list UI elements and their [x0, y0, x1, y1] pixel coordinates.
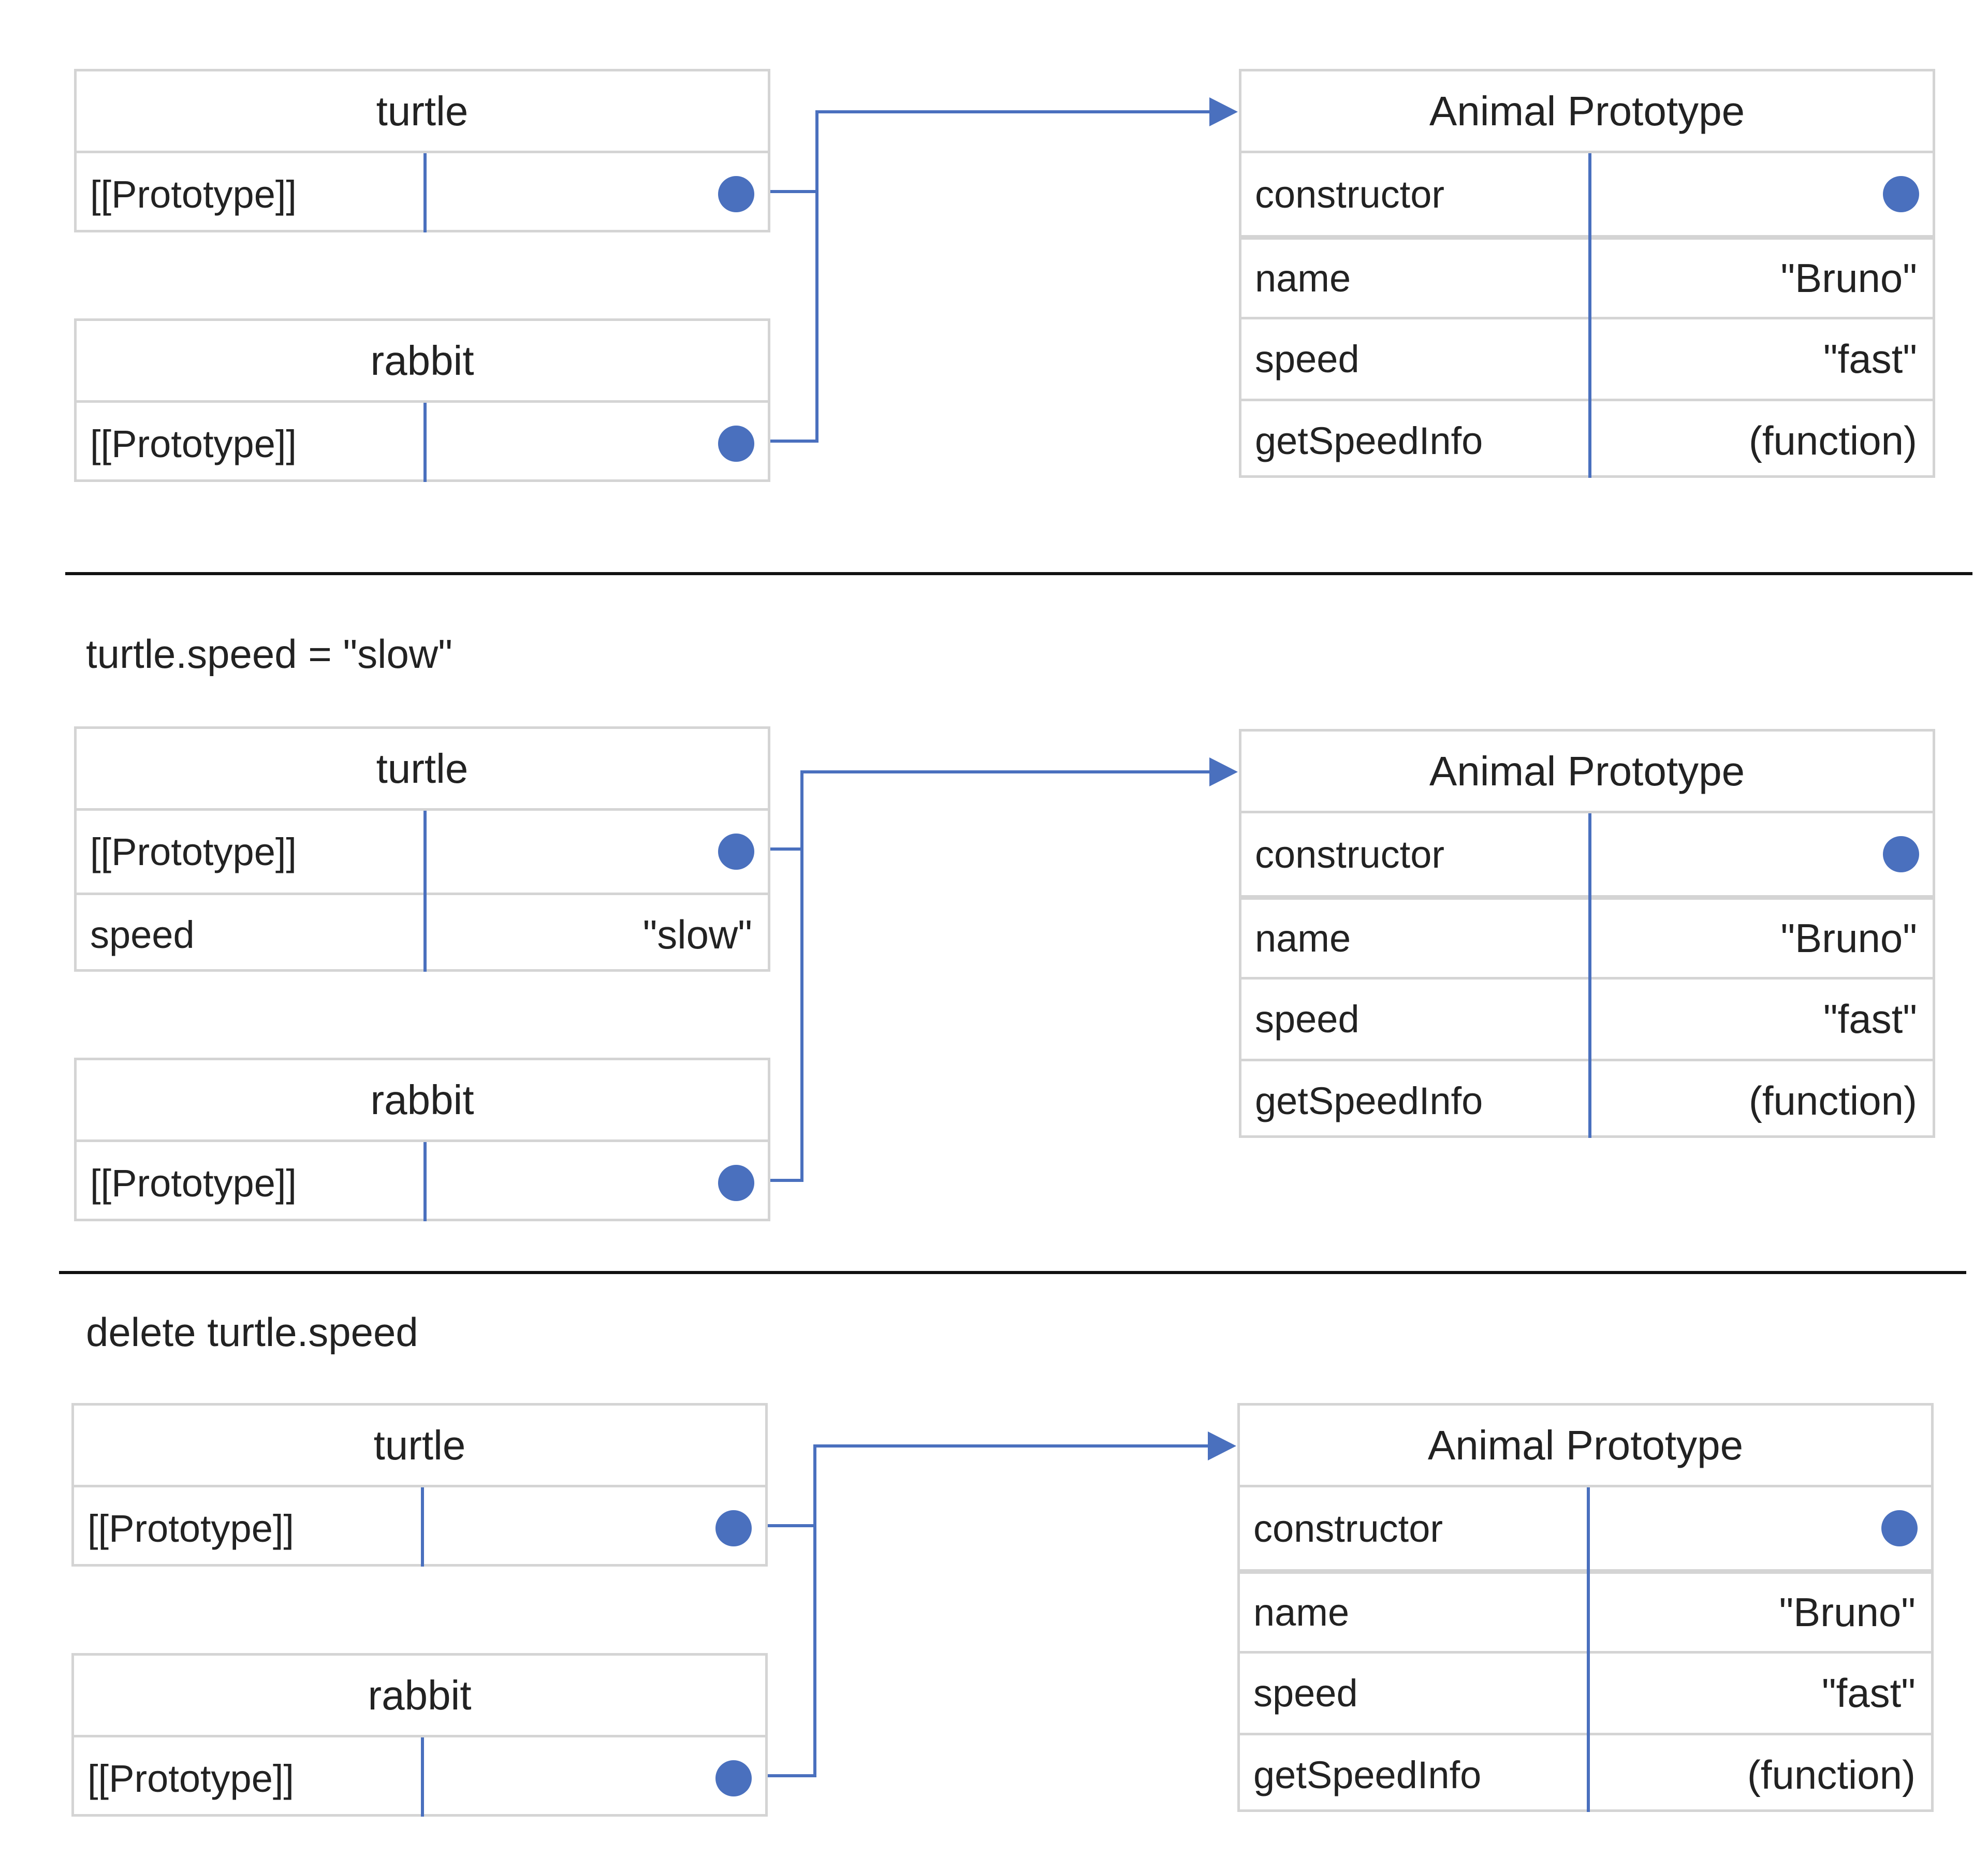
row-key: [[Prototype]] — [90, 172, 297, 216]
object-turtle-box: turtle [[Prototype]] — [74, 69, 770, 232]
row-value: (function) — [1748, 1078, 1917, 1123]
row-value: "slow" — [642, 912, 752, 957]
row-key: [[Prototype]] — [90, 830, 297, 873]
object-turtle-column-divider — [421, 1487, 424, 1567]
row-value: "fast" — [1821, 1670, 1916, 1716]
object-rabbit-column-divider — [423, 1142, 427, 1221]
object-rabbit-box: rabbit [[Prototype]] — [74, 1058, 770, 1221]
pointer-dot-icon — [1881, 1510, 1918, 1546]
panel-caption: delete turtle.speed — [86, 1309, 418, 1355]
panel-caption: turtle.speed = "slow" — [86, 631, 452, 677]
animal-prototype-row: constructor — [1241, 153, 1933, 235]
animal-prototype-row: name "Bruno" — [1241, 895, 1933, 977]
animal-prototype-title: Animal Prototype — [1240, 1406, 1931, 1487]
row-value: "Bruno" — [1780, 255, 1917, 301]
row-key: getSpeedInfo — [1255, 1079, 1483, 1122]
row-key: name — [1255, 257, 1351, 300]
row-key: [[Prototype]] — [90, 1161, 297, 1205]
object-rabbit-row: [[Prototype]] — [77, 403, 768, 485]
row-key: speed — [90, 913, 195, 956]
pointer-dot-icon — [718, 426, 754, 462]
row-value: "fast" — [1823, 336, 1917, 382]
object-turtle-row: [[Prototype]] — [77, 811, 768, 893]
object-turtle-box: turtle [[Prototype]] — [71, 1403, 768, 1567]
animal-prototype-row: name "Bruno" — [1241, 235, 1933, 317]
object-rabbit-column-divider — [421, 1737, 424, 1817]
animal-prototype-row: speed "fast" — [1240, 1651, 1931, 1733]
pointer-dot-icon — [718, 1165, 754, 1201]
animal-prototype-row: getSpeedInfo (function) — [1241, 399, 1933, 480]
object-turtle-title: turtle — [74, 1406, 765, 1487]
pointer-dot-icon — [718, 834, 754, 870]
object-turtle-column-divider — [423, 153, 427, 232]
arrowhead-icon — [1209, 97, 1238, 126]
object-rabbit-title: rabbit — [77, 1060, 768, 1142]
row-key: constructor — [1255, 172, 1445, 216]
animal-prototype-row: constructor — [1241, 813, 1933, 895]
section-divider — [59, 1271, 1966, 1274]
animal-prototype-title: Animal Prototype — [1241, 71, 1933, 153]
object-turtle-row: [[Prototype]] — [77, 153, 768, 235]
animal-prototype-row: getSpeedInfo (function) — [1241, 1059, 1933, 1141]
row-value: (function) — [1748, 418, 1917, 463]
object-rabbit-title: rabbit — [77, 321, 768, 403]
row-value: (function) — [1747, 1752, 1916, 1797]
animal-prototype-row: speed "fast" — [1241, 317, 1933, 399]
animal-prototype-title: Animal Prototype — [1241, 732, 1933, 813]
object-turtle-box: turtle [[Prototype]] speed "slow" — [74, 726, 770, 972]
object-turtle-title: turtle — [77, 71, 768, 153]
pointer-dot-icon — [715, 1760, 752, 1796]
object-rabbit-column-divider — [423, 403, 427, 482]
object-rabbit-row: [[Prototype]] — [77, 1142, 768, 1224]
animal-prototype-row: constructor — [1240, 1487, 1931, 1569]
pointer-dot-icon — [1883, 836, 1919, 872]
object-turtle-title: turtle — [77, 729, 768, 811]
row-key: name — [1255, 917, 1351, 960]
row-key: speed — [1255, 338, 1360, 381]
animal-prototype-column-divider — [1587, 1487, 1590, 1812]
object-rabbit-box: rabbit [[Prototype]] — [74, 318, 770, 482]
object-turtle-column-divider — [423, 811, 427, 972]
object-rabbit-title: rabbit — [74, 1656, 765, 1737]
animal-prototype-row: name "Bruno" — [1240, 1569, 1931, 1651]
object-turtle-row: speed "slow" — [77, 893, 768, 974]
object-rabbit-box: rabbit [[Prototype]] — [71, 1653, 768, 1817]
row-value: "Bruno" — [1779, 1589, 1916, 1635]
pointer-dot-icon — [718, 176, 754, 212]
section-divider — [65, 572, 1972, 575]
arrowhead-icon — [1209, 757, 1238, 786]
row-key: getSpeedInfo — [1253, 1753, 1482, 1796]
row-key: speed — [1255, 998, 1360, 1041]
row-key: constructor — [1255, 832, 1445, 876]
row-key: [[Prototype]] — [87, 1757, 294, 1800]
row-key: [[Prototype]] — [90, 422, 297, 465]
row-value: "fast" — [1823, 996, 1917, 1042]
row-key: constructor — [1253, 1507, 1443, 1550]
animal-prototype-box: Animal Prototype constructor name "Bruno" sp… — [1239, 729, 1935, 1138]
row-key: name — [1253, 1591, 1350, 1634]
row-key: speed — [1253, 1672, 1358, 1715]
pointer-dot-icon — [1883, 176, 1919, 212]
object-turtle-row: [[Prototype]] — [74, 1487, 765, 1569]
animal-prototype-row: getSpeedInfo (function) — [1240, 1733, 1931, 1815]
object-rabbit-row: [[Prototype]] — [74, 1737, 765, 1819]
animal-prototype-column-divider — [1588, 813, 1591, 1138]
animal-prototype-row: speed "fast" — [1241, 977, 1933, 1059]
row-key: [[Prototype]] — [87, 1507, 294, 1550]
row-key: getSpeedInfo — [1255, 419, 1483, 462]
row-value: "Bruno" — [1780, 915, 1917, 961]
animal-prototype-column-divider — [1588, 153, 1591, 478]
pointer-dot-icon — [715, 1510, 752, 1546]
animal-prototype-box: Animal Prototype constructor name "Bruno" sp… — [1237, 1403, 1934, 1812]
arrowhead-icon — [1208, 1431, 1236, 1460]
animal-prototype-box: Animal Prototype constructor name "Bruno" sp… — [1239, 69, 1935, 478]
